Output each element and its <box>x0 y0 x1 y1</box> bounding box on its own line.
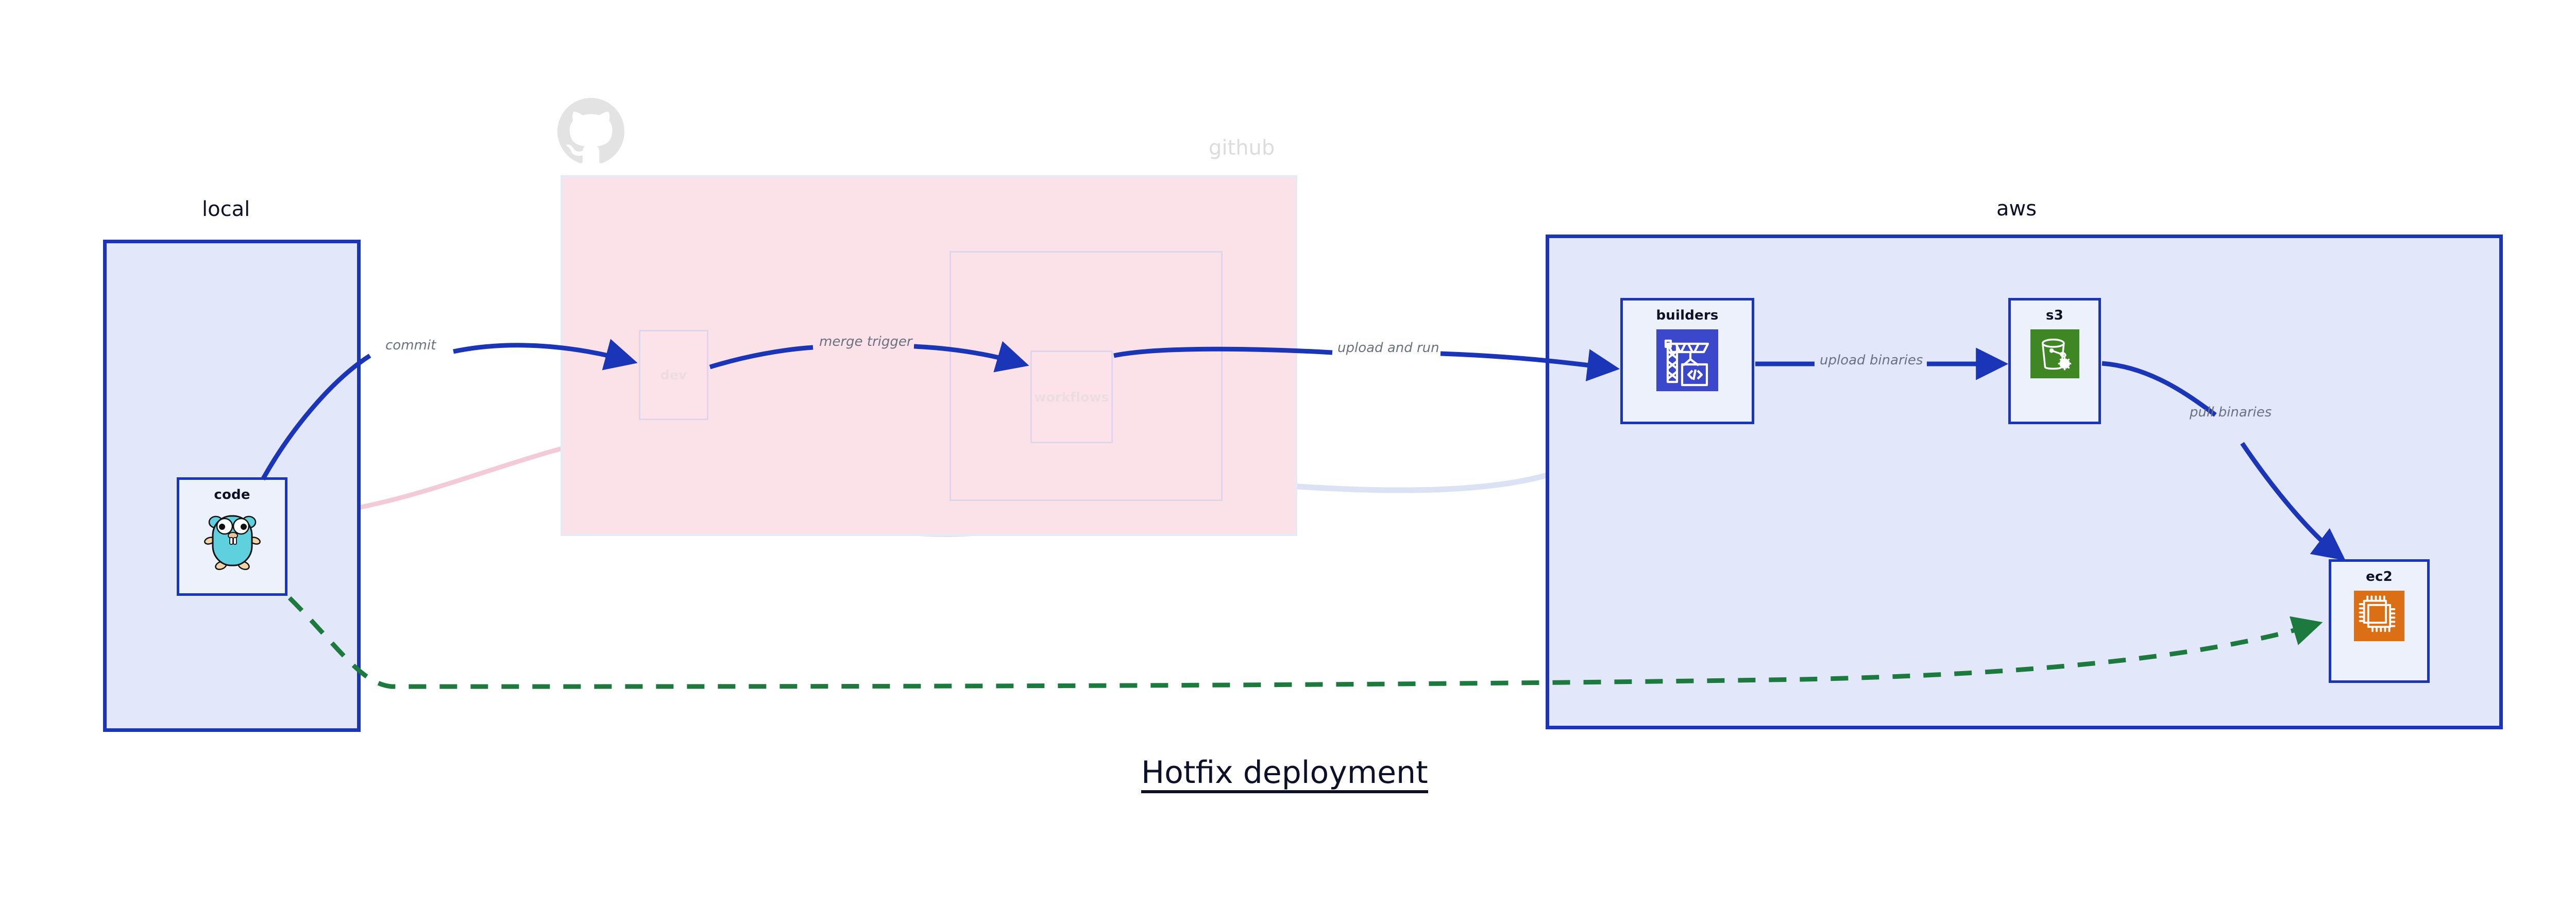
edge-label-upload-and-run: upload and run <box>1337 340 1439 356</box>
aws-ec2-icon <box>2354 591 2404 641</box>
edge-label-merge-trigger: merge trigger <box>819 334 912 349</box>
edge-pull-binaries-b[interactable] <box>2240 442 2346 561</box>
edge-hotfix-direct[interactable] <box>287 596 2323 689</box>
node-ec2[interactable]: ec2 <box>2329 559 2430 683</box>
edge-upload-and-run-a[interactable] <box>1113 346 1333 358</box>
node-builders-label: builders <box>1656 308 1719 323</box>
edge-pull-binaries-a[interactable] <box>2102 361 2217 417</box>
edge-merge-trigger-a[interactable] <box>709 345 814 370</box>
node-s3-label: s3 <box>2046 308 2063 323</box>
edge-commit-a[interactable] <box>261 354 371 481</box>
edge-label-pull-binaries: pull binaries <box>2190 405 2272 420</box>
edge-label-commit: commit <box>385 338 436 353</box>
github-octocat-icon <box>557 98 624 165</box>
aws-codebuild-icon <box>1656 329 1718 391</box>
node-ec2-label: ec2 <box>2366 569 2393 584</box>
aws-s3-glacier-icon <box>2030 329 2079 378</box>
go-gopher-icon <box>204 509 261 573</box>
edge-label-upload-binaries: upload binaries <box>1820 353 1923 368</box>
container-github-title: github <box>1209 136 1275 160</box>
node-dev-label: dev <box>660 368 687 382</box>
node-builders[interactable]: builders <box>1620 298 1754 424</box>
edge-commit-b[interactable] <box>453 339 638 371</box>
node-code[interactable]: code <box>177 477 287 596</box>
edge-merge-trigger-b[interactable] <box>913 341 1029 373</box>
page-title: Hotfix deployment <box>1141 757 1428 793</box>
edge-upload-and-run-b[interactable] <box>1440 349 1620 381</box>
node-workflows[interactable]: workflows <box>1030 350 1113 443</box>
node-code-label: code <box>214 487 250 503</box>
container-local-title: local <box>202 197 250 221</box>
container-aws-title: aws <box>1996 197 2037 221</box>
node-workflows-label: workflows <box>1034 389 1109 405</box>
node-s3[interactable]: s3 <box>2008 298 2101 424</box>
